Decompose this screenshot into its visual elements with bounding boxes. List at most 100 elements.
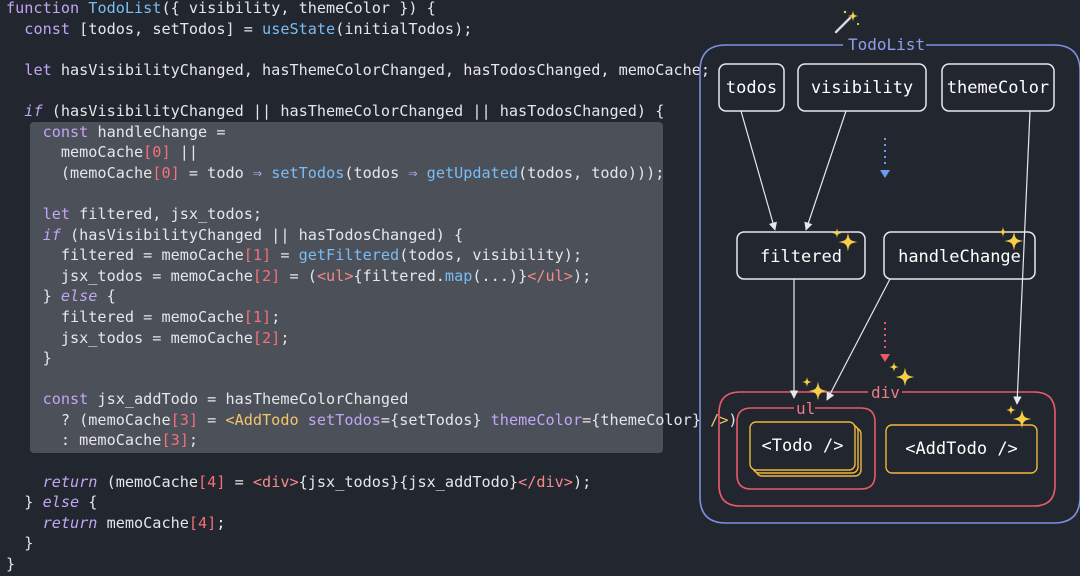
code-line: function TodoList({ visibility, themeCol… <box>6 0 738 19</box>
themecolor-label: themeColor <box>947 78 1049 98</box>
code-line: const handleChange = <box>6 122 738 143</box>
code-line: : memoCache[3]; <box>6 430 738 451</box>
code-line: let filtered, jsx_todos; <box>6 204 738 225</box>
code-line: if (hasVisibilityChanged || hasTodosChan… <box>6 225 738 246</box>
handlechange-label: handleChange <box>898 247 1021 267</box>
code-token: ({ visibility, themeColor }) { <box>161 0 436 17</box>
code-line: if (hasVisibilityChanged || hasThemeColo… <box>6 101 738 122</box>
todos-label: todos <box>726 78 777 98</box>
code-token: [4] <box>188 513 217 532</box>
code-token: { <box>88 493 98 512</box>
code-token: const <box>24 19 80 38</box>
code-token: return <box>42 472 107 491</box>
code-token: (initialTodos); <box>335 19 473 38</box>
code-token: const <box>42 122 98 141</box>
arrow-themecolor-addtodo <box>1013 110 1031 405</box>
code-token: [2] <box>252 266 281 285</box>
code-token: (todos, todo))); <box>518 163 665 182</box>
div-group-box <box>718 391 1056 507</box>
code-token: = <box>198 410 226 429</box>
visibility-node <box>797 63 927 112</box>
code-token: map <box>444 266 473 285</box>
code-token: let <box>42 204 80 223</box>
ul-group-box <box>736 407 876 490</box>
code-token: [0] <box>143 143 171 162</box>
code-token: filtered = memoCache <box>6 246 244 265</box>
code-token: getFiltered <box>298 246 400 265</box>
code-token: } <box>6 555 16 574</box>
code-token: } <box>6 349 52 368</box>
code-token: TodoList <box>88 0 162 17</box>
code-token: else <box>60 287 107 306</box>
code-token: ? (memoCache <box>6 410 171 429</box>
filtered-label: filtered <box>760 247 842 267</box>
code-token: hasVisibilityChanged, hasThemeColorChang… <box>60 60 711 79</box>
code-token: (...)} <box>472 266 528 285</box>
code-token: } <box>6 534 34 553</box>
code-line: memoCache[0] || <box>6 142 738 163</box>
code-token: [3] <box>170 410 199 429</box>
code-token: </div> <box>518 472 573 491</box>
memo-highlight-block <box>30 122 663 453</box>
code-token: jsx_todos = memoCache <box>6 266 253 285</box>
code-token: } <box>6 493 43 512</box>
code-token: memoCache <box>6 143 144 162</box>
code-token: ; <box>216 513 226 532</box>
todolist-component-box <box>699 44 1080 524</box>
code-token: ⇒ <box>408 163 427 182</box>
code-token: ) <box>728 410 738 429</box>
handlechange-node <box>883 231 1036 280</box>
code-token: = todo <box>179 163 253 182</box>
visibility-label: visibility <box>811 78 913 98</box>
code-token: (hasVisibilityChanged || hasTodosChanged… <box>70 225 464 244</box>
code-token: setTodos <box>271 163 345 182</box>
code-listing: function TodoList({ visibility, themeCol… <box>6 0 738 575</box>
magic-wand-icon <box>834 10 860 34</box>
code-token: || <box>170 143 199 162</box>
code-line: jsx_todos = memoCache[2] = (<ul>{filtere… <box>6 266 738 287</box>
arrow-handlechange-ul <box>826 278 891 401</box>
code-line: } else { <box>6 286 738 307</box>
code-token: ; <box>188 431 199 450</box>
code-token: ={themeColor} <box>582 410 711 429</box>
code-token: filtered = memoCache <box>6 307 244 326</box>
code-token: </ul> <box>527 266 573 285</box>
code-token: ={setTodos} <box>380 410 491 429</box>
todolist-label: TodoList <box>848 35 925 54</box>
code-line: filtered = memoCache[1]; <box>6 307 738 328</box>
code-token: jsx_todos = memoCache <box>6 328 253 347</box>
code-token: (todos <box>344 163 409 182</box>
code-line: } <box>6 554 738 575</box>
code-token: ⇒ <box>252 163 272 182</box>
code-token: useState <box>262 19 336 38</box>
todo-label: <Todo /> <box>762 436 844 456</box>
code-token: = ( <box>280 266 317 285</box>
code-token: [0] <box>152 163 180 182</box>
code-token: = <box>271 246 299 265</box>
code-token: { <box>106 287 116 306</box>
todos-node <box>718 63 785 112</box>
dependency-arrows <box>740 110 1031 405</box>
code-token: return <box>42 513 107 532</box>
code-token: if <box>24 101 52 120</box>
code-token: [1] <box>243 307 272 326</box>
ul-label: ul <box>796 399 815 418</box>
code-token: getUpdated <box>426 163 519 182</box>
code-token: if <box>42 225 71 244</box>
code-token: (todos, visibility); <box>399 246 583 265</box>
code-token: const <box>42 390 98 409</box>
code-token: jsx_addTodo = hasThemeColorChanged <box>97 390 409 409</box>
code-token: = <box>225 472 253 491</box>
code-token: (memoCache <box>6 163 153 182</box>
code-line: } <box>6 348 738 369</box>
code-line: jsx_todos = memoCache[2]; <box>6 328 738 349</box>
code-line: let hasVisibilityChanged, hasThemeColorC… <box>6 60 738 81</box>
code-token: (hasVisibilityChanged || hasThemeColorCh… <box>51 101 665 120</box>
code-token: ; <box>280 328 290 347</box>
div-label: div <box>871 383 900 402</box>
code-token: setTodos <box>307 410 381 429</box>
arrow-visibility-filtered <box>804 110 847 231</box>
code-token: (memoCache <box>106 472 199 491</box>
addtodo-label: <AddTodo /> <box>905 439 1018 459</box>
